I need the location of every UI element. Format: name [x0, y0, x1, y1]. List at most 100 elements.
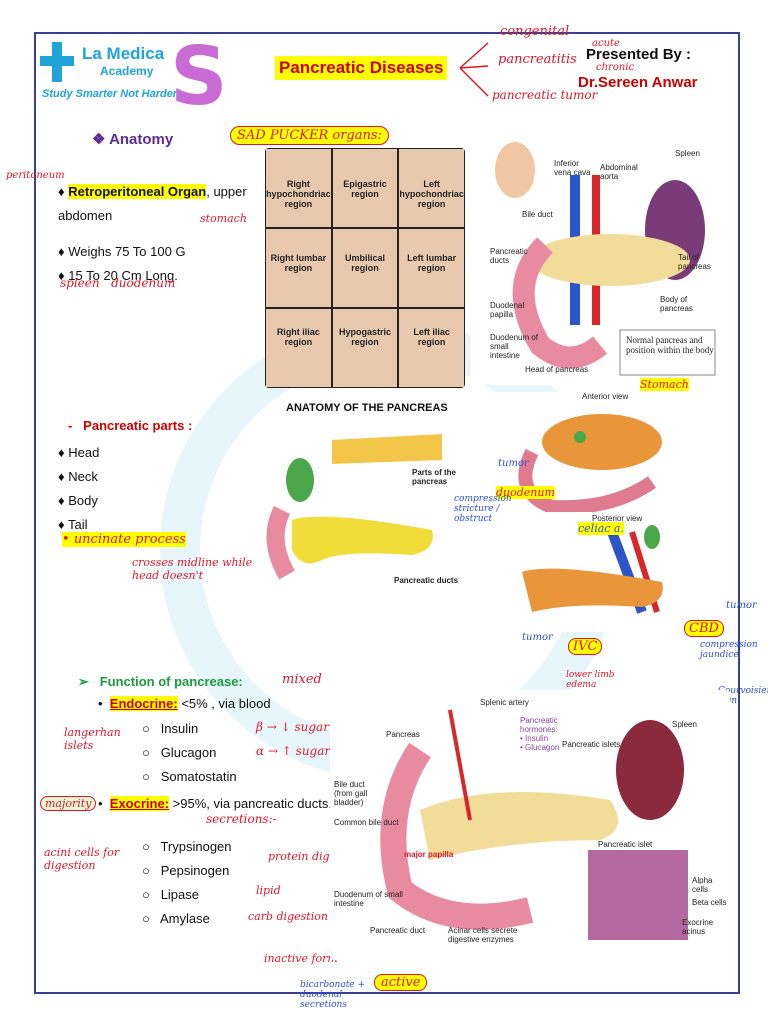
function-heading: ➢ Function of pancrease: — [78, 674, 243, 689]
islets-illustration — [380, 709, 688, 940]
label-anterior-view: Anterior view — [582, 392, 629, 401]
pancreas-position-image: Inferior vena cava Abdominal aorta Splee… — [470, 135, 720, 385]
note-insulin: β → ↓ sugar — [256, 720, 329, 734]
note-bicarb: bicarbonate + duodenal secretions — [300, 980, 366, 1010]
note-secretions: secretions:- — [206, 812, 277, 826]
note-active: active — [374, 974, 428, 991]
note-acini: acini cells for digestion — [44, 846, 120, 872]
anatomy-pancreas-image: Parts of the pancreas Pancreatic ducts — [262, 420, 462, 590]
label-pancreatic-ducts: Pancreatic ducts — [490, 247, 528, 265]
note-glucagon: α → ↑ sugar — [256, 744, 331, 758]
note-majority: majority — [40, 796, 97, 811]
note-lipid: lipid — [256, 884, 281, 897]
anatomy-list: ♦ Retroperitoneal Organ, upper abdomen ♦… — [58, 184, 247, 283]
logo-icon — [40, 42, 74, 82]
label-islets: Pancreatic islets — [562, 740, 621, 749]
parts-list: ♦ Head ♦ Neck ♦ Body ♦ Tail — [58, 445, 100, 532]
posterior-nodes-illustration — [522, 525, 663, 614]
logo-tagline: Study Smarter Not Harder — [42, 88, 178, 100]
label-body: Body of pancreas — [660, 295, 693, 313]
note-celiac: celiac a. — [578, 522, 624, 535]
pancreas-islets-image: Splenic artery Pancreas Pancreatic hormo… — [330, 690, 730, 960]
uncinate-note: • uncinate process — [62, 532, 186, 547]
note-peritoneum: peritoneum — [6, 170, 65, 181]
label-beta: Beta cells — [692, 898, 727, 907]
note-acute: acute — [592, 38, 620, 49]
region-cell: Right lumbar region — [265, 228, 332, 308]
region-cell: Epigastric region — [331, 148, 399, 228]
note-mixed: mixed — [282, 672, 322, 687]
region-cell: Right iliac region — [265, 308, 332, 388]
label-pancreatic-ducts-caption: Pancreatic ducts — [394, 576, 459, 585]
label-parts-of-pancreas: Parts of the pancreas — [412, 468, 457, 486]
label-bile-duct: Bile duct — [522, 210, 553, 219]
region-cell: Left hypochondriac region — [398, 148, 465, 228]
label-pancreatic-islet: Pancreatic islet — [598, 840, 653, 849]
note-inactive: inactive form — [264, 952, 338, 965]
region-cell: Hypogastric region — [331, 308, 399, 388]
endocrine-list: ○ Insulin ○ Glucagon ○ Somatostatin — [142, 721, 237, 784]
page-frame — [34, 32, 740, 994]
label-ivc: Inferior vena cava — [554, 159, 591, 177]
note-tumor: pancreatic tumor — [492, 88, 598, 102]
label-alpha: Alpha cells — [692, 876, 713, 894]
page-title: Pancreatic Diseases — [275, 56, 448, 80]
label-splenic-artery: Splenic artery — [480, 698, 529, 707]
label-spleen: Spleen — [675, 149, 700, 158]
anatomy-heading: ❖ Anatomy — [92, 131, 174, 148]
note-tumor-3: tumor — [522, 632, 553, 643]
label-duodenum: Duodenum of small intestine — [490, 333, 539, 360]
logo-sub: Academy — [100, 64, 154, 78]
label-exocrine-acinus: Exocrine acinus — [682, 918, 714, 936]
label-hormones: Pancreatic hormones:• Insulin• Glucagon — [520, 716, 560, 752]
region-cell: Left lumbar region — [398, 228, 465, 308]
note-cbd: CBD — [684, 620, 724, 637]
endocrine-line: • Endocrine: <5% , via blood — [98, 696, 271, 711]
title-arrows — [459, 42, 489, 97]
note-pancreatitis: pancreatitis — [498, 52, 577, 67]
label-duodenum-islets: Duodenum of small intestine — [334, 890, 403, 908]
label-bile-duct-islets: Bile duct (from gall bladder) — [334, 780, 368, 807]
abdominal-regions-image: Right hypochondriac region Epigastric re… — [265, 148, 465, 388]
note-stomach: stomach — [200, 212, 247, 225]
uncinate-midline-note: crosses midline while head doesn't — [132, 556, 253, 582]
note-chronic: chronic — [596, 62, 635, 73]
lymph-nodes-anterior-image: Anterior view — [492, 392, 692, 512]
pancreas-parts-illustration — [266, 434, 442, 580]
note-ivc: IVC — [568, 638, 603, 655]
sad-pucker-note: SAD PUCKER organs: — [230, 126, 389, 145]
note-jaundice: compression jaundice — [700, 640, 758, 660]
exocrine-line: • Exocrine: >95%, via pancreatic ducts. — [98, 796, 332, 811]
note-tumor-1: tumor — [498, 458, 529, 469]
region-cell: Umbilical region — [331, 228, 399, 308]
note-stomach-nodes: Stomach — [640, 378, 689, 391]
anatomy-diagram-title: ANATOMY OF THE PANCREAS — [286, 402, 448, 414]
parts-heading: - Pancreatic parts : — [68, 418, 193, 433]
pancreas-illustration — [495, 142, 716, 376]
label-pancreas: Pancreas — [386, 730, 420, 739]
note-edema: lower limb edema — [566, 670, 615, 690]
label-posterior-view: Posterior view — [592, 514, 643, 523]
label-duct-islets: Pancreatic duct — [370, 926, 426, 935]
note-islets: langerhan islets — [64, 726, 121, 752]
exocrine-list: ○ Trypsinogen ○ Pepsinogen ○ Lipase ○ Am… — [142, 839, 232, 926]
label-aorta: Abdominal aorta — [600, 163, 638, 181]
label-duodenal-papilla: Duodenal papilla — [490, 301, 525, 319]
region-cell: Right hypochondriac region — [265, 148, 332, 228]
presented-by: Presented By : — [586, 46, 692, 63]
author-name: Dr.Sereen Anwar — [578, 74, 698, 91]
region-cell: Left iliac region — [398, 308, 465, 388]
note-spleen-duodenum: spleen duodenum — [60, 276, 176, 290]
note-carb: carb digestion — [248, 910, 328, 923]
label-spleen-islets: Spleen — [672, 720, 697, 729]
caption-normal-pancreas: Normal pancreas and position within the … — [626, 335, 714, 355]
note-tumor-2: tumor — [726, 600, 757, 611]
logo-s-mark: S — [170, 30, 228, 123]
logo-name: La Medica — [82, 44, 165, 63]
label-acinar: Acinar cells secrete digestive enzymes — [448, 926, 518, 944]
note-duodenum: duodenum — [496, 486, 555, 499]
label-cbd-islets: Common bile duct — [334, 818, 399, 827]
logo: La Medica Academy Study Smarter Not Hard… — [40, 40, 210, 110]
note-compression: compression stricture / obstruction — [454, 494, 512, 524]
note-congenital: congenital — [500, 24, 570, 39]
